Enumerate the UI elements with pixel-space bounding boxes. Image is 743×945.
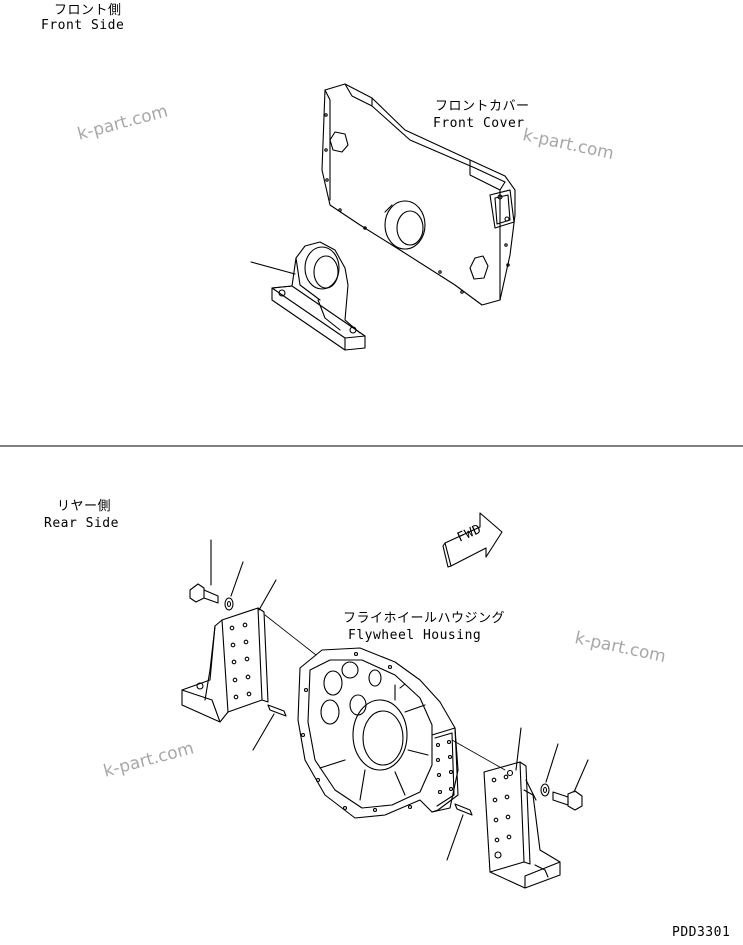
fwd-arrow-drawing: [443, 513, 502, 567]
flywheel-housing-label: Flywheel Housing: [348, 628, 482, 643]
front-cover-drawing: [322, 84, 515, 305]
right-rear-bracket-drawing: [447, 728, 588, 888]
rear-side-label-jp: リヤー側: [57, 499, 112, 514]
front-cover-label: Front Cover: [433, 116, 525, 131]
front-side-label: Front Side: [41, 18, 125, 33]
drawing-code: PDD3301: [672, 925, 731, 940]
front-mount-bracket-drawing: [251, 242, 365, 350]
front-cover-label-jp: フロントカバー: [435, 99, 530, 114]
flywheel-housing-drawing: [298, 648, 505, 818]
rear-side-label: Rear Side: [44, 516, 119, 531]
left-rear-bracket-drawing: [182, 540, 316, 750]
flywheel-housing-label-jp: フライホイールハウジング: [343, 611, 506, 626]
front-side-label-jp: フロント側: [54, 3, 122, 18]
